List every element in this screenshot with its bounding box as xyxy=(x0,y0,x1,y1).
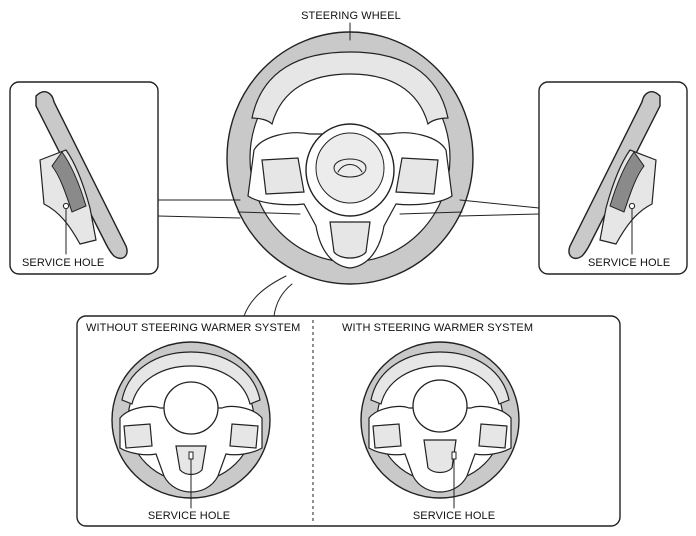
wheel-without-horn-pad xyxy=(163,381,219,435)
comparison-panel: WITHOUT STEERING WARMER SYSTEM WITH STEE… xyxy=(76,315,621,527)
left-detail-panel: SERVICE HOLE xyxy=(9,81,159,275)
wheel-with-service-hole xyxy=(451,451,457,460)
main-wheel-lower-pad xyxy=(329,221,371,259)
right-detail-panel: SERVICE HOLE xyxy=(538,81,688,275)
wheel-with-lower-pad xyxy=(423,439,457,474)
wheel-without-left-switch xyxy=(123,423,153,449)
with-service-hole-label: SERVICE HOLE xyxy=(413,510,495,522)
main-wheel-emblem xyxy=(333,158,367,178)
right-service-hole-marker xyxy=(628,202,636,210)
wheel-with-upper-trim xyxy=(370,351,510,405)
main-steering-wheel xyxy=(226,31,474,285)
main-wheel-upper-trim xyxy=(251,51,449,126)
wheel-with-right-switch xyxy=(478,423,508,449)
right-connector xyxy=(459,199,540,217)
steering-wheel-label: STEERING WHEEL xyxy=(301,10,401,22)
main-wheel-spoke-line-right xyxy=(399,211,463,215)
left-service-hole-marker xyxy=(62,202,70,210)
main-wheel-left-switch xyxy=(261,157,305,195)
wheel-with-left-switch xyxy=(372,423,402,449)
lower-connector xyxy=(243,275,293,317)
main-wheel-right-switch xyxy=(395,157,439,195)
wheel-without-upper-trim xyxy=(121,351,261,405)
left-column-shade xyxy=(51,151,87,213)
left-side-rim xyxy=(35,91,128,260)
right-column-shade xyxy=(609,151,645,213)
right-side-rim xyxy=(568,91,661,260)
right-service-hole-label: SERVICE HOLE xyxy=(588,257,670,269)
left-connector xyxy=(157,199,241,219)
without-warmer-title: WITHOUT STEERING WARMER SYSTEM xyxy=(86,322,300,334)
wheel-without-right-switch xyxy=(229,423,259,449)
wheel-with-horn-pad xyxy=(412,379,468,433)
wheel-without-warmer xyxy=(111,341,271,499)
left-service-hole-label: SERVICE HOLE xyxy=(22,257,104,269)
with-warmer-title: WITH STEERING WARMER SYSTEM xyxy=(342,322,533,334)
main-wheel-horn-pad-inner xyxy=(315,132,385,204)
main-wheel-spoke-line-left xyxy=(237,211,301,215)
without-service-hole-label: SERVICE HOLE xyxy=(148,510,230,522)
wheel-with-warmer xyxy=(360,341,520,499)
wheel-without-service-hole xyxy=(188,451,194,460)
